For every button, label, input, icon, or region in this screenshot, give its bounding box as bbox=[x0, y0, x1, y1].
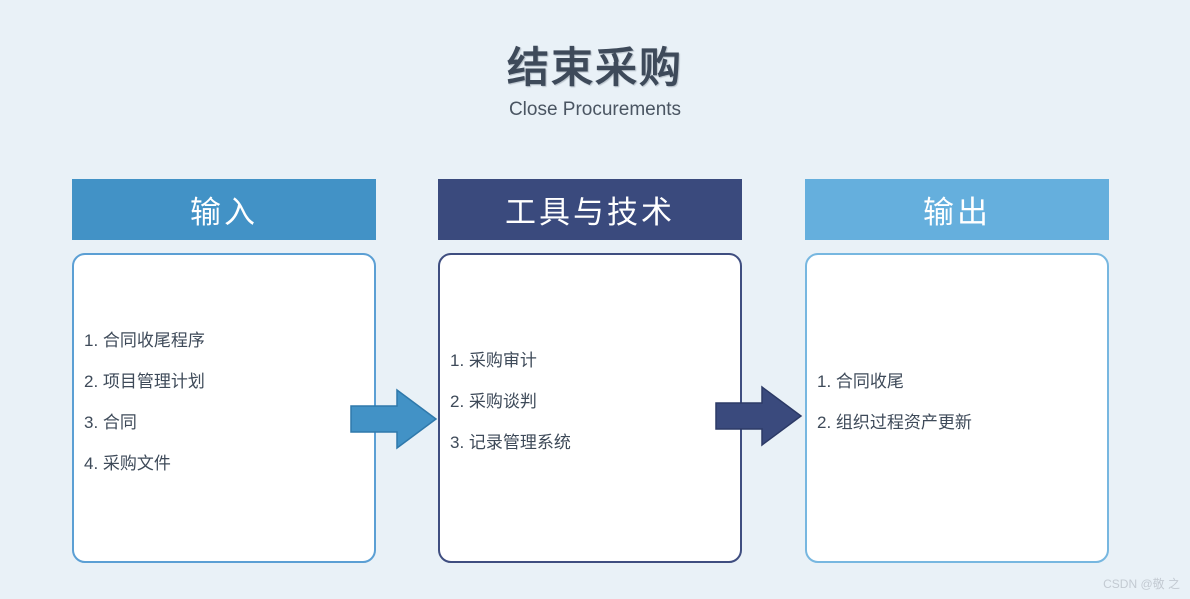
tools-column: 工具与技术 1. 采购审计 2. 采购谈判 3. 记录管理系统 bbox=[438, 179, 742, 563]
flow-arrow-inputs-to-tools-icon bbox=[350, 388, 438, 450]
list-item: 2. 组织过程资产更新 bbox=[817, 412, 972, 432]
list-item: 3. 记录管理系统 bbox=[450, 433, 571, 452]
tools-box: 1. 采购审计 2. 采购谈判 3. 记录管理系统 bbox=[438, 253, 742, 563]
watermark: CSDN @敬 之 bbox=[1103, 577, 1180, 591]
list-item: 4. 采购文件 bbox=[84, 453, 171, 473]
outputs-item-list: 1. 合同收尾 2. 组织过程资产更新 bbox=[817, 361, 1099, 443]
inputs-column: 输入 1. 合同收尾程序 2. 项目管理计划 3. 合同 4. 采购文件 bbox=[72, 179, 376, 563]
inputs-column-header: 输入 bbox=[72, 179, 376, 240]
list-item: 1. 合同收尾程序 bbox=[84, 330, 205, 350]
tools-column-header: 工具与技术 bbox=[438, 179, 742, 240]
list-item: 2. 采购谈判 bbox=[450, 392, 537, 411]
tools-item-list: 1. 采购审计 2. 采购谈判 3. 记录管理系统 bbox=[450, 340, 732, 463]
outputs-box: 1. 合同收尾 2. 组织过程资产更新 bbox=[805, 253, 1109, 563]
page-title: 结束采购 bbox=[506, 44, 683, 91]
flow-arrow-tools-to-outputs-icon bbox=[715, 385, 803, 447]
page-subtitle: Close Procurements bbox=[508, 99, 682, 120]
list-item: 2. 项目管理计划 bbox=[84, 371, 205, 391]
list-item: 1. 合同收尾 bbox=[817, 371, 904, 391]
outputs-column-header: 输出 bbox=[805, 179, 1109, 240]
inputs-box: 1. 合同收尾程序 2. 项目管理计划 3. 合同 4. 采购文件 bbox=[72, 253, 376, 563]
list-item: 1. 采购审计 bbox=[450, 351, 537, 370]
outputs-column: 输出 1. 合同收尾 2. 组织过程资产更新 bbox=[805, 179, 1109, 563]
inputs-item-list: 1. 合同收尾程序 2. 项目管理计划 3. 合同 4. 采购文件 bbox=[84, 320, 366, 484]
list-item: 3. 合同 bbox=[84, 412, 137, 432]
